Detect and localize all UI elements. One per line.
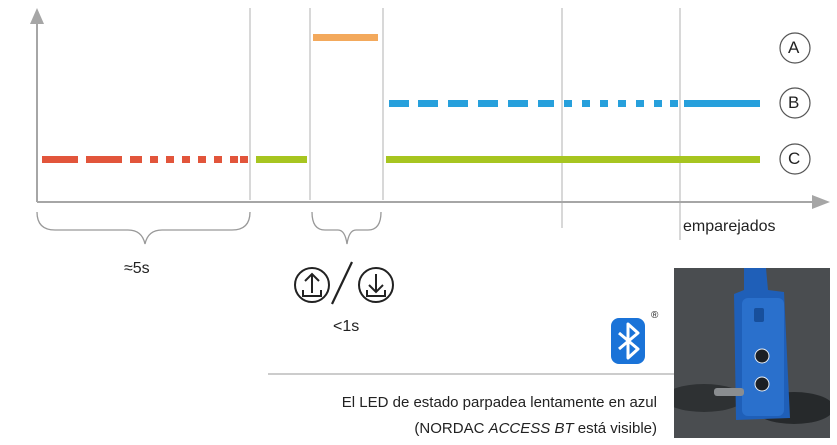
device-photo <box>674 268 830 438</box>
caption-line-2: (NORDAC ACCESS BT está visible) <box>414 420 657 437</box>
signal-b-dashes <box>389 100 760 107</box>
caption-product: ACCESS BT <box>488 420 574 437</box>
signal-c-green-1 <box>256 156 307 163</box>
upload-icon <box>294 267 330 303</box>
channel-c-label: C <box>788 149 801 168</box>
channel-a-circle <box>779 32 811 64</box>
channel-c-circle <box>779 143 811 175</box>
signal-a-bar <box>313 34 378 41</box>
bluetooth-icon <box>611 318 645 364</box>
channel-markers <box>779 32 811 175</box>
icon-separator <box>331 261 353 305</box>
signal-c-red-dashes <box>42 156 248 163</box>
duration-1s-label: <1s <box>333 318 360 335</box>
brace-1s <box>311 211 382 245</box>
x-axis-arrow <box>812 195 830 209</box>
brace-5s <box>36 211 251 245</box>
y-axis-arrow <box>30 8 44 24</box>
download-icon <box>358 267 394 303</box>
signal-c-green-2 <box>386 156 760 163</box>
caption-prefix: (NORDAC <box>414 420 489 437</box>
guide-lines <box>249 8 681 240</box>
caption-line-1: El LED de estado parpadea lentamente en … <box>341 394 657 411</box>
paired-label: emparejados <box>683 218 776 235</box>
channel-b-circle <box>779 87 811 119</box>
channel-a-label: A <box>788 38 800 57</box>
registered-mark: ® <box>651 310 659 321</box>
axes <box>30 8 830 209</box>
duration-5s-label: ≈5s <box>124 260 150 277</box>
channel-b-label: B <box>788 93 800 112</box>
caption-suffix: está visible) <box>573 420 657 437</box>
